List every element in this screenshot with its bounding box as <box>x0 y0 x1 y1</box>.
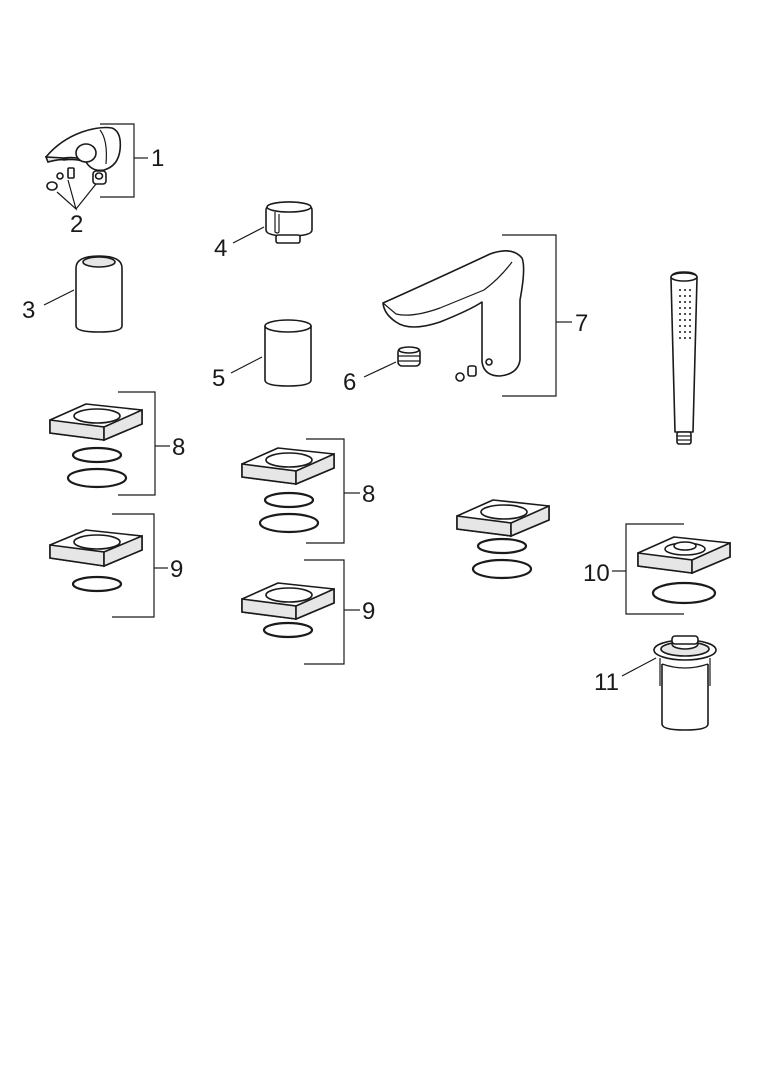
part-handle-cap <box>75 255 123 333</box>
part-screws <box>46 167 107 191</box>
bracket-8-left <box>118 391 156 496</box>
callout-5: 5 <box>212 365 225 392</box>
callout-3: 3 <box>22 297 35 324</box>
callout-6: 6 <box>343 369 356 396</box>
callout-8-center: 8 <box>362 481 375 508</box>
callout-9-left: 9 <box>170 556 183 583</box>
part-diverter-cartridge <box>653 635 717 731</box>
part-lever-handle <box>44 126 122 172</box>
part-spout <box>382 250 525 382</box>
part-escutcheon-8-left <box>49 403 143 489</box>
part-escutcheon-unlabeled <box>456 499 550 580</box>
bracket-10 <box>625 523 684 615</box>
part-escutcheon-9-left <box>49 529 143 593</box>
bracket-9-left <box>112 513 155 618</box>
part-sleeve <box>264 319 312 387</box>
part-escutcheon-9-center <box>241 582 335 639</box>
part-hand-shower <box>670 271 698 445</box>
callout-11: 11 <box>594 669 619 696</box>
callout-9-center: 9 <box>362 598 375 625</box>
callout-2: 2 <box>70 211 83 238</box>
callout-8-left: 8 <box>172 434 185 461</box>
bracket-1 <box>100 123 135 198</box>
callout-10: 10 <box>583 560 610 587</box>
callout-7: 7 <box>575 310 588 337</box>
bracket-7 <box>502 234 557 397</box>
bracket-8-center <box>306 438 345 544</box>
callout-1: 1 <box>151 145 164 172</box>
part-aerator <box>397 346 421 367</box>
bracket-9-center <box>304 559 345 665</box>
part-escutcheon-8-center <box>241 447 335 534</box>
callout-4: 4 <box>214 235 227 262</box>
part-diverter-plate <box>637 536 731 605</box>
part-hose-connector <box>265 201 313 244</box>
